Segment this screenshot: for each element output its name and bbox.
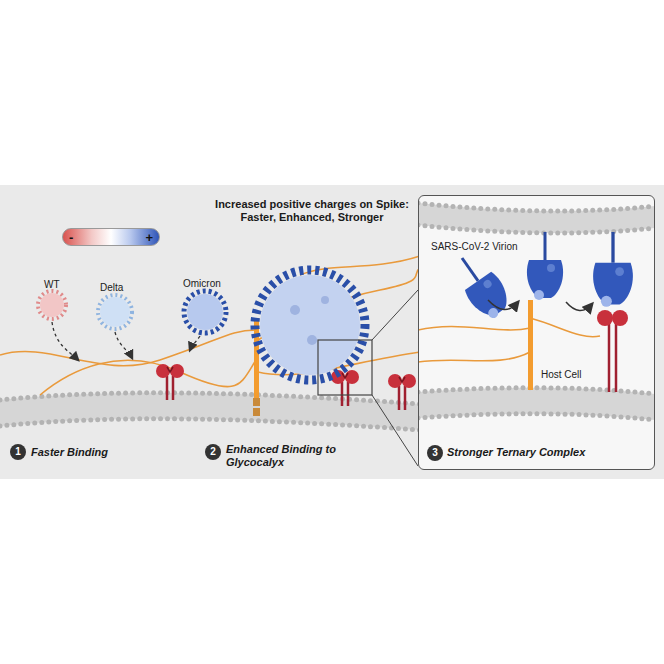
background-band: [0, 185, 664, 479]
virion-dot: [321, 296, 329, 304]
transition-arrow: [488, 300, 518, 310]
inset-ground: [418, 195, 655, 470]
wt-virion: [40, 293, 64, 317]
variant-label: WT: [44, 279, 60, 291]
ace2-stem: [608, 322, 611, 392]
callout-number: 3: [432, 448, 438, 458]
host-membrane: [0, 393, 420, 430]
charge-scale-bar: -+: [62, 228, 160, 246]
lipid-heads: [418, 225, 655, 233]
virion-membrane: [418, 203, 655, 233]
proteoglycan-core: [528, 300, 533, 390]
omicron-virion: [187, 294, 223, 330]
glycan-chain: [530, 318, 600, 337]
spike-protein: [593, 232, 633, 307]
proteoglycan-anchor: [253, 398, 260, 406]
proteoglycan-core: [254, 318, 259, 398]
delta-virion-spikes: [98, 295, 132, 329]
zoom-line: [372, 290, 418, 340]
virion-dot: [307, 335, 317, 345]
virion-dot: [290, 305, 300, 315]
proteoglycan-anchor: [253, 408, 260, 416]
inset-label: Host Cell: [541, 369, 582, 380]
delta-virion: [100, 297, 130, 327]
ace2-receptor: [156, 364, 184, 400]
glycan-chain: [418, 326, 530, 330]
callout-badge: 2: [205, 444, 221, 460]
host-cell-membrane: [418, 388, 655, 420]
glycan-chain: [418, 352, 530, 362]
callout-badge: 3: [427, 445, 443, 461]
spike-protein: [447, 248, 516, 324]
transition-arrow: [566, 302, 592, 311]
inset-label: SARS-CoV-2 Virion: [431, 241, 518, 252]
ace2-lobe: [597, 310, 613, 326]
lipid-heads: [418, 203, 655, 211]
step-label: Enhanced Binding to Glycocalyx: [226, 443, 346, 469]
ace2-stem: [615, 322, 618, 392]
ace2-receptor: [331, 370, 359, 406]
callout-number: 1: [15, 447, 21, 457]
lipid-heads: [418, 388, 655, 394]
ace2-receptor: [388, 374, 416, 410]
variant-label: Omicron: [183, 278, 221, 290]
zoom-line: [372, 395, 418, 466]
omicron-virion-spikes: [184, 291, 226, 333]
charge-sign: +: [145, 231, 153, 244]
callout-number: 2: [210, 447, 216, 457]
virion-spikes: [255, 270, 365, 380]
zoom-box: [318, 340, 372, 395]
approach-arrow: [115, 332, 132, 358]
step-label: Faster Binding: [31, 446, 181, 459]
approach-arrow: [52, 322, 78, 360]
zoom-inset-panel: SARS-CoV-2 VirionHost Cell 3: [418, 195, 655, 470]
lipid-heads: [418, 414, 655, 420]
spike-protein: [527, 232, 563, 300]
glycan-chain: [40, 360, 256, 395]
charge-sign: -: [69, 231, 73, 244]
callout-badge: 1: [10, 444, 26, 460]
lipid-heads: [0, 419, 420, 430]
diagram-title: Increased positive charges on Spike: Fas…: [212, 198, 412, 224]
wt-virion-spikes: [38, 291, 66, 319]
large-omicron-virion: [260, 275, 360, 375]
variant-label: Delta: [100, 282, 123, 294]
ace2-lobe: [612, 310, 628, 326]
step-label: Stronger Ternary Complex: [447, 446, 647, 459]
approach-arrow: [190, 336, 200, 350]
